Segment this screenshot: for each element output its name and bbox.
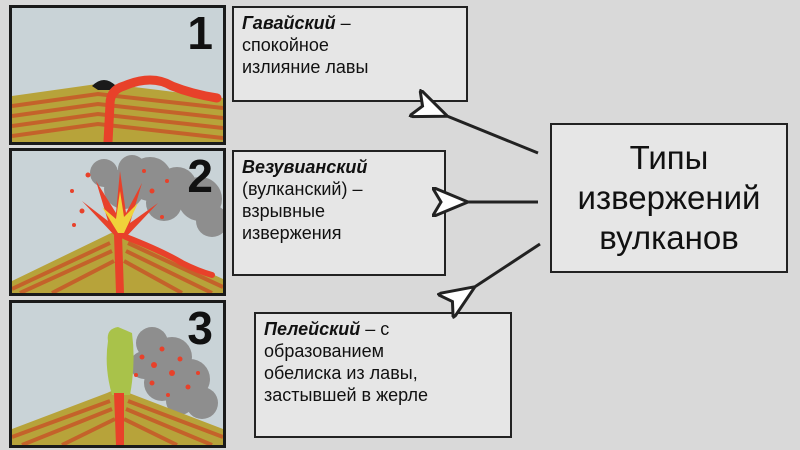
type-name: Везувианский [242, 157, 368, 177]
main-title-box: Типы извержений вулканов [550, 123, 788, 273]
type-box-vesuvian: Везувианский (вулканский) – взрывные изв… [232, 150, 446, 276]
type-name: Пелейский [264, 319, 361, 339]
type-description-line: (вулканский) – [242, 179, 363, 199]
type-box-pelean: Пелейский – с образованием обелиска из л… [254, 312, 512, 438]
arrow-to-hawaiian [442, 114, 539, 155]
main-title-line: Типы [629, 139, 709, 176]
illustration-vesuvian: 2 [9, 148, 226, 296]
arrow-to-pelean [470, 242, 541, 290]
panel-number: 1 [187, 7, 213, 59]
hawaiian-volcano-drawing [12, 8, 223, 142]
panel-number: 3 [187, 302, 213, 354]
type-name: Гавайский [242, 13, 336, 33]
type-description-line: взрывные [242, 201, 326, 221]
illustration-pelean: 3 [9, 300, 226, 448]
main-title-line: извержений [577, 179, 761, 216]
type-description-line: обелиска из лавы, [264, 363, 418, 383]
pelean-volcano-drawing [12, 303, 223, 445]
vesuvian-volcano-drawing [12, 151, 223, 293]
type-dash: – [335, 13, 351, 33]
main-title-line: вулканов [599, 219, 739, 256]
type-description-line: извержения [242, 223, 342, 243]
type-description-line: застывшей в жерле [264, 385, 429, 405]
type-description-line: спокойное [242, 35, 329, 55]
type-description-line: образованием [264, 341, 384, 361]
illustration-hawaiian: 1 [9, 5, 226, 145]
type-dash: – с [360, 319, 390, 339]
type-description-line: излияние лавы [242, 57, 369, 77]
type-box-hawaiian: Гавайский – спокойное излияние лавы [232, 6, 468, 102]
panel-number: 2 [187, 150, 213, 202]
